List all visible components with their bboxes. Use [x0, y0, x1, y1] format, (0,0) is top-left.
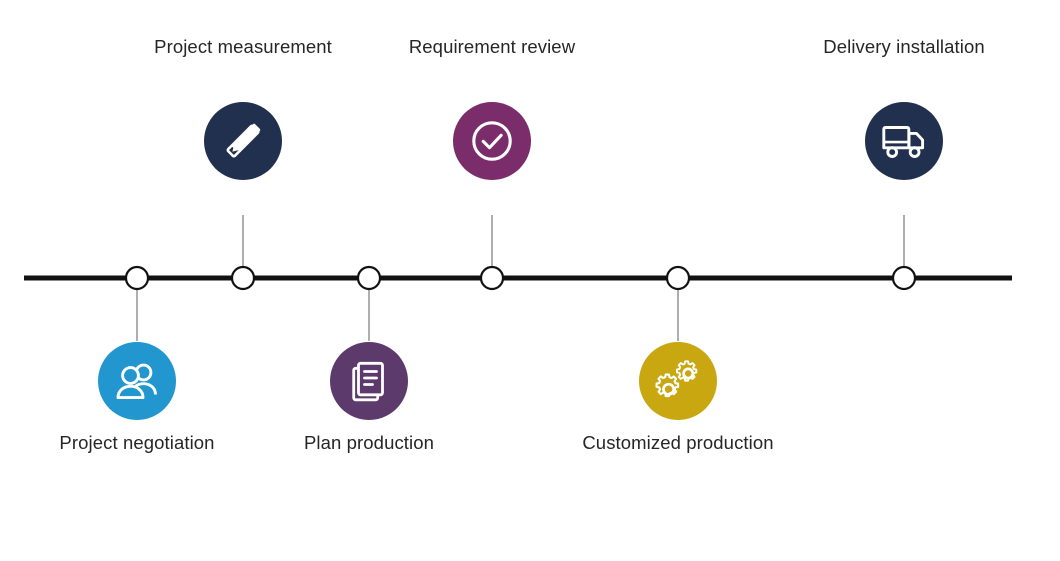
- timeline-node-marker-4[interactable]: [479, 265, 505, 291]
- milestone-label-4: Requirement review: [408, 36, 576, 57]
- check-circle-icon: [468, 117, 516, 165]
- pencil-ruler-icon: [220, 118, 266, 164]
- documents-icon: [348, 359, 390, 403]
- milestone-icon-badge-3[interactable]: [330, 342, 408, 420]
- milestone-label-5: Customized production: [582, 432, 774, 453]
- gears-icon: [654, 358, 702, 404]
- milestone-icon-badge-1[interactable]: [98, 342, 176, 420]
- timeline-node-marker-2[interactable]: [230, 265, 256, 291]
- milestone-icon-badge-5[interactable]: [639, 342, 717, 420]
- users-icon: [114, 361, 160, 401]
- milestone-label-2: Project measurement: [154, 36, 332, 57]
- milestone-icon-badge-4[interactable]: [453, 102, 531, 180]
- milestone-icon-badge-2[interactable]: [204, 102, 282, 180]
- timeline-node-marker-6[interactable]: [891, 265, 917, 291]
- milestone-label-1: Project negotiation: [59, 432, 215, 453]
- timeline-node-marker-1[interactable]: [124, 265, 150, 291]
- timeline-node-marker-3[interactable]: [356, 265, 382, 291]
- timeline-node-marker-5[interactable]: [665, 265, 691, 291]
- truck-icon: [881, 121, 927, 161]
- milestone-label-6: Delivery installation: [823, 36, 985, 57]
- milestone-label-3: Plan production: [303, 432, 435, 453]
- node-marker-group: [124, 265, 917, 291]
- milestone-icon-badge-6[interactable]: [865, 102, 943, 180]
